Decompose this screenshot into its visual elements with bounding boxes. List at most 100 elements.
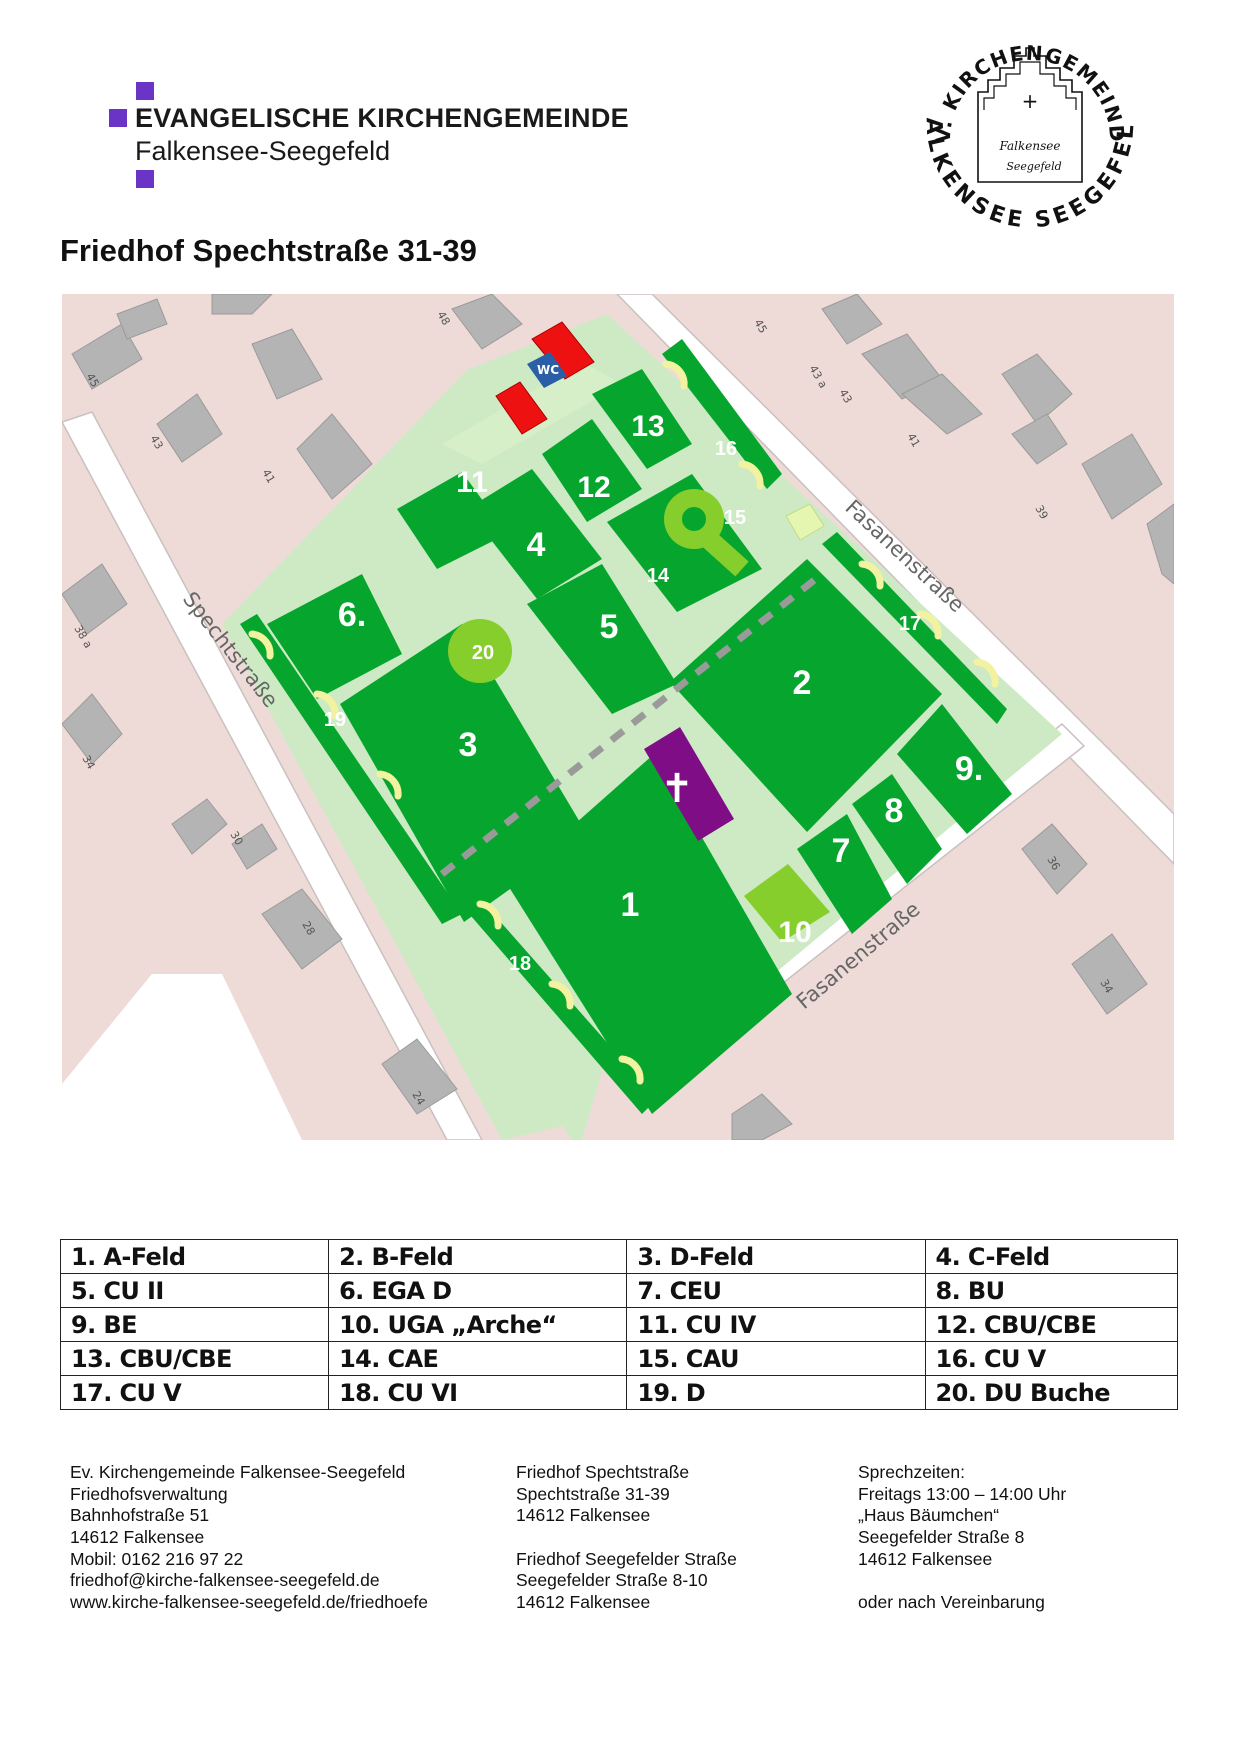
field-15-ring — [664, 489, 749, 577]
footer-line — [516, 1527, 737, 1549]
cross-icon: ✝ — [660, 766, 694, 812]
field-label: 16 — [715, 438, 737, 460]
house-number: 41 — [259, 467, 277, 486]
legend-cell: 14. CAE — [328, 1341, 628, 1376]
field-18 — [452, 884, 657, 1114]
field-label: 8 — [885, 792, 904, 830]
field-label: 17 — [899, 613, 921, 635]
field-label: 3 — [459, 726, 478, 764]
house-number: 45 — [751, 317, 769, 336]
field-label: 15 — [724, 507, 746, 529]
footer-line: friedhof@kirche-falkensee-seegefeld.de — [70, 1570, 380, 1591]
grave-fields — [240, 339, 1012, 1114]
footer-line: „Haus Bäumchen“ — [858, 1505, 1000, 1526]
legend-cell: 17. CU V — [59, 1375, 330, 1410]
footer-line: Freitags 13:00 – 14:00 Uhr — [858, 1483, 1067, 1504]
field-11 — [397, 472, 507, 569]
seal-script-2: Seegefeld — [1006, 160, 1061, 173]
field-label: 14 — [647, 565, 670, 587]
legend-cell: 12. CBU/CBE — [924, 1307, 1179, 1342]
house-number: 43 — [147, 433, 165, 452]
footer-line: Ev. Kirchengemeinde Falkensee-Seegefeld — [70, 1462, 406, 1482]
legend-cell: 18. CU VI — [328, 1375, 628, 1410]
red-building — [495, 381, 548, 435]
legend-cell: 7. CEU — [626, 1273, 926, 1308]
svg-text:+: + — [1022, 89, 1039, 113]
field-3 — [340, 624, 587, 922]
legend-cell: 6. EGA D — [328, 1273, 628, 1308]
footer-line: oder nach Vereinbarung — [858, 1592, 1045, 1613]
house-number: 41 — [904, 431, 922, 450]
field-labels: 1 2 3 4 5 6. 7 8 9. 10 11 12 13 14 15 16… — [324, 410, 983, 975]
legend-cell: 5. CU II — [59, 1273, 330, 1308]
wc-building — [527, 352, 567, 388]
field-9 — [897, 704, 1012, 834]
field-20-circle — [448, 619, 512, 683]
crescent-symbols — [248, 360, 999, 1085]
footer-line: Friedhofsverwaltung — [70, 1483, 228, 1504]
legend-cell: 13. CBU/CBE — [59, 1341, 330, 1376]
cemetery-map: 45 43 41 48 45 43 a 43 41 39 38 a 34 30 … — [62, 294, 1174, 1140]
house-number: 45 — [83, 371, 101, 390]
field-5 — [527, 564, 677, 714]
footer-office-hours: Sprechzeiten:Freitags 13:00 – 14:00 Uhr„… — [858, 1462, 1066, 1614]
logo-square-icon — [136, 170, 154, 188]
house-number: 34 — [1097, 977, 1115, 996]
svg-text:EV. KIRCHENGEMEINDE: EV. KIRCHENGEMEINDE — [920, 22, 1129, 144]
footer-line: Seegefelder Straße 8 — [858, 1527, 1025, 1548]
footer-line: Mobil: 0162 216 97 22 — [70, 1548, 244, 1569]
footer-line: Friedhof Spechtstraße — [516, 1462, 690, 1482]
house-number: 48 — [434, 309, 452, 328]
field-label: 4 — [527, 526, 546, 564]
field-label: 6. — [338, 596, 366, 634]
legend-cell: 11. CU IV — [626, 1307, 926, 1342]
house-number: 24 — [409, 1089, 427, 1108]
org-subtitle: Falkensee-Seegefeld — [135, 136, 391, 166]
field-label: 11 — [456, 466, 488, 499]
legend-cell: 3. D-Feld — [626, 1239, 926, 1274]
house-number: 28 — [299, 919, 317, 938]
field-7 — [797, 814, 892, 934]
field-label: 13 — [631, 410, 664, 443]
seal-ring-top: EV. KIRCHENGEMEINDE — [920, 22, 1128, 144]
field-17 — [822, 532, 1007, 724]
chapel — [644, 727, 734, 841]
legend-cell: 1. A-Feld — [59, 1239, 330, 1274]
legend-cell: 9. BE — [59, 1307, 330, 1342]
house-number: 30 — [227, 829, 245, 848]
field-label: 9. — [955, 750, 983, 788]
logo-square-icon — [109, 109, 127, 127]
footer-line: Spechtstraße 31-39 — [516, 1483, 670, 1504]
field-label: 10 — [778, 916, 811, 949]
field-label: 2 — [793, 664, 812, 702]
field-19 — [240, 614, 462, 924]
field-label: 1 — [621, 886, 640, 924]
field-2 — [670, 559, 942, 832]
field-label: 12 — [577, 471, 610, 504]
buildings — [62, 294, 1174, 1140]
field-label: 7 — [832, 832, 851, 870]
legend-cell: 16. CU V — [924, 1341, 1179, 1376]
field-label: 19 — [324, 709, 346, 731]
field-label: 5 — [600, 608, 619, 646]
field-4 — [467, 469, 602, 599]
legend-cell: 4. C-Feld — [924, 1239, 1179, 1274]
church-seal: EV. KIRCHENGEMEINDE FALKENSEE SEEGEFELD … — [920, 22, 1138, 233]
footer-line: Seegefelder Straße 8-10 — [516, 1570, 708, 1591]
house-number: 34 — [79, 753, 97, 772]
field-12 — [542, 419, 642, 522]
field-13 — [592, 369, 692, 469]
logo-square-icon — [136, 82, 154, 100]
page-title: Friedhof Spechtstraße 31-39 — [60, 233, 477, 268]
house-number: 43 — [836, 387, 854, 406]
legend-cell: 2. B-Feld — [328, 1239, 628, 1274]
house-number: 36 — [1044, 854, 1062, 873]
legend-cell: 8. BU — [924, 1273, 1179, 1308]
